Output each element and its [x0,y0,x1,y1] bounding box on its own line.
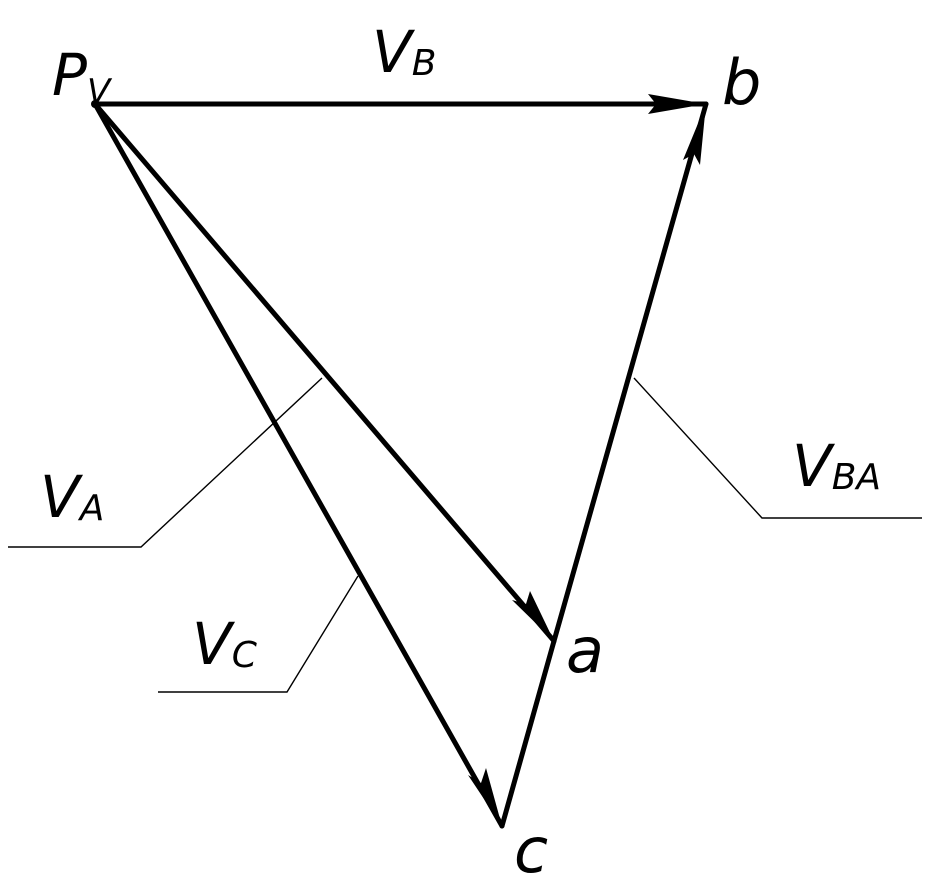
label-vba: VBA [792,432,881,500]
leader-vba [633,377,922,519]
label-va: VA [40,463,104,531]
segment-a-c-line [499,638,557,829]
vector-va-line [92,101,557,644]
label-vc: VC [192,610,258,678]
vector-vb-arrowhead [648,94,706,114]
label-pole: PV [52,41,113,112]
pole-point [91,100,99,108]
vector-vc-line [92,101,505,829]
vector-va-arrowhead [512,591,554,641]
vector-vc-arrowhead [468,768,502,826]
label-point-b: b [722,46,761,119]
leader-vc [158,575,359,693]
vector-vba-arrowhead [683,104,706,165]
label-vb: VB [372,18,436,86]
label-point-a: a [566,614,604,687]
vector-vba-line [551,101,709,644]
leader-va [8,377,323,548]
label-point-c: c [514,814,548,884]
